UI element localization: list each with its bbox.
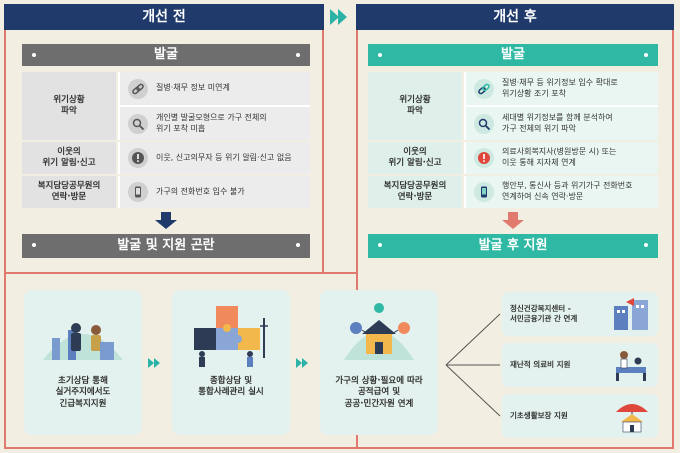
gear-search-icon (474, 113, 494, 134)
row-text: 개인별 발굴모형으로 가구 전체의 위기 포착 미흡 (156, 112, 267, 133)
after-row-crisis: 위기상황 파악 질병·채무 등 위기정보 입수 확대로 위기상황 조기 포착 세… (368, 72, 658, 140)
row-text: 행안부, 통신사 등과 위기가구 전화번호 연계하여 신속 연락·방문 (502, 181, 633, 201)
after-row-official: 복지담당공무원의 연락·방문 행안부, 통신사 등과 위기가구 전화번호 연계하… (368, 176, 658, 208)
row-text: 질병·채무 정보 미연계 (156, 83, 230, 93)
flow-step-case-management: 종합상담 및 통합사례관리 실시 (172, 290, 290, 435)
row-cell: 개인별 발굴모형으로 가구 전체의 위기 포착 미흡 (120, 107, 310, 140)
after-panel-frame (356, 4, 674, 449)
flow-step-text: 초기상담 통해 실거주지에서도 긴급복지지원 (55, 376, 111, 409)
phone-icon (474, 182, 494, 202)
alert-icon (474, 148, 494, 168)
row-cell: 가구의 전화번호 입수 불가 (120, 176, 310, 208)
row-cell: 질병·채무 등 위기정보 입수 확대로 위기상황 조기 포착 (466, 72, 658, 105)
after-title: 개선 후 (356, 4, 674, 30)
outcome-medical-cost: 재난적 의료비 지원 (502, 343, 658, 387)
flow-step-initial-consult: 초기상담 통해 실거주지에서도 긴급복지지원 (24, 290, 142, 435)
double-chevron-right-icon (296, 358, 308, 368)
row-cell: 질병·채무 정보 미연계 (120, 72, 310, 105)
gear-search-icon (128, 113, 148, 134)
after-discovery-bar: 발굴 (368, 44, 658, 66)
puzzle-team-icon (194, 306, 268, 367)
after-row-neighbor: 이웃의 위기 알림·신고 의료사회복지사(병원방문 시) 또는 이웃 통해 지자… (368, 142, 658, 174)
chain-link-icon (474, 78, 494, 99)
house-network-icon (344, 303, 414, 360)
double-chevron-right-icon (148, 358, 160, 368)
outcome-text: 재난적 의료비 지원 (510, 359, 571, 369)
outcome-text: 정신건강복지센터 - 서민금융기관 간 연계 (510, 303, 578, 323)
hospital-bed-icon (616, 351, 646, 381)
row-label: 이웃의 위기 알림·신고 (368, 142, 464, 174)
outcome-basic-living: 기초생활보장 지원 (502, 394, 658, 438)
row-text: 가구의 전화번호 입수 불가 (156, 186, 245, 196)
chain-link-icon (128, 78, 148, 99)
support-flow-frame (4, 272, 674, 449)
after-result-bar: 발굴 후 지원 (368, 234, 658, 258)
before-row-neighbor: 이웃의 위기 알림·신고 이웃, 신고의무자 등 위기 알림·신고 없음 (22, 142, 310, 174)
consultation-icon (43, 323, 123, 360)
outcome-text: 기초생활보장 지원 (510, 410, 568, 420)
row-cell: 이웃, 신고의무자 등 위기 알림·신고 없음 (120, 142, 310, 174)
frame-connector (322, 272, 358, 274)
before-title: 개선 전 (4, 4, 324, 30)
row-label: 복지담당공무원의 연락·방문 (368, 176, 464, 208)
row-text: 질병·채무 등 위기정보 입수 확대로 위기상황 조기 포착 (502, 77, 618, 98)
row-text: 세대별 위기정보를 함께 분석하여 가구 전체의 위기 파악 (502, 112, 613, 133)
umbrella-house-icon (616, 404, 648, 433)
double-chevron-right-icon (330, 9, 347, 25)
before-discovery-bar: 발굴 (22, 44, 310, 66)
row-cell: 세대별 위기정보를 함께 분석하여 가구 전체의 위기 파악 (466, 107, 658, 140)
branch-connector (445, 313, 501, 417)
before-row-crisis: 위기상황 파악 질병·채무 정보 미연계 개인별 발굴모형으로 가구 전체의 위… (22, 72, 310, 140)
before-result-bar: 발굴 및 지원 곤란 (22, 234, 310, 258)
row-label: 위기상황 파악 (368, 72, 464, 140)
buildings-icon (614, 298, 648, 330)
down-arrow-icon (502, 212, 524, 230)
before-row-official: 복지담당공무원의 연락·방문 가구의 전화번호 입수 불가 (22, 176, 310, 208)
row-label: 위기상황 파악 (22, 72, 118, 140)
row-label: 이웃의 위기 알림·신고 (22, 142, 118, 174)
down-arrow-icon (155, 212, 177, 230)
flow-step-resource-link: 가구의 상황·필요에 따라 공적급여 및 공공·민간자원 연계 (320, 290, 438, 435)
outcome-mental-health-finance: 정신건강복지센터 - 서민금융기관 간 연계 (502, 292, 658, 336)
row-cell: 의료사회복지사(병원방문 시) 또는 이웃 통해 지자체 연계 (466, 142, 658, 174)
flow-step-text: 종합상담 및 통합사례관리 실시 (198, 376, 264, 398)
row-cell: 행안부, 통신사 등과 위기가구 전화번호 연계하여 신속 연락·방문 (466, 176, 658, 208)
row-text: 의료사회복지사(병원방문 시) 또는 이웃 통해 지자체 연계 (502, 147, 617, 167)
alert-icon (128, 148, 148, 168)
flow-step-text: 가구의 상황·필요에 따라 공적급여 및 공공·민간자원 연계 (335, 376, 423, 409)
phone-icon (128, 182, 148, 202)
row-text: 이웃, 신고의무자 등 위기 알림·신고 없음 (156, 152, 292, 162)
row-label: 복지담당공무원의 연락·방문 (22, 176, 118, 208)
